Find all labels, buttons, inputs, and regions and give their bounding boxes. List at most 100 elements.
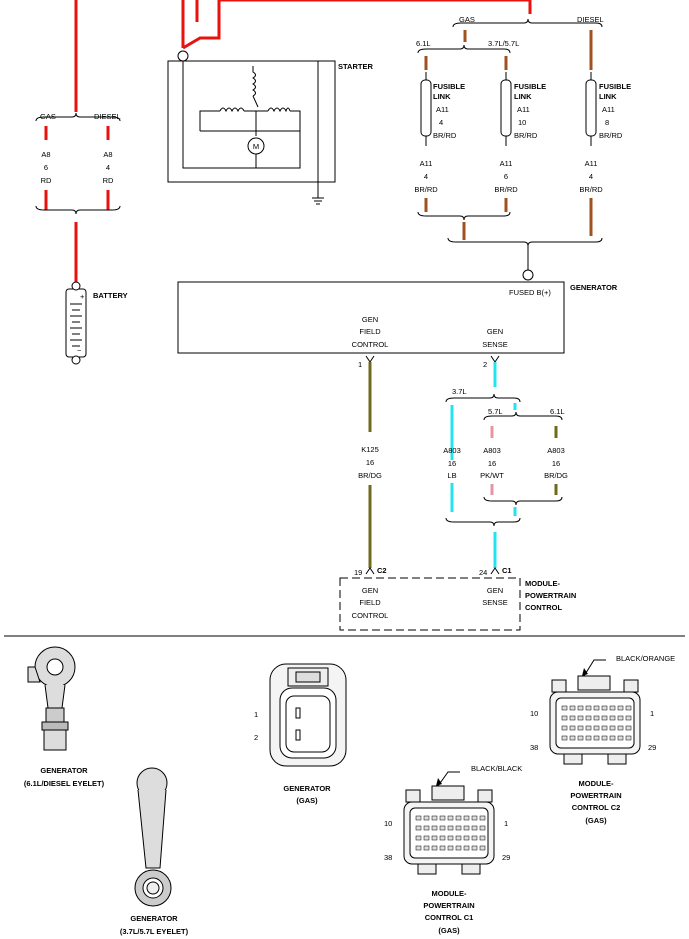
fuse2-title2: LINK	[514, 92, 532, 101]
gen-field-line1: GEN	[362, 315, 378, 324]
battery-label: BATTERY	[93, 291, 128, 300]
fuse-3757-label: 3.7L/5.7L	[488, 39, 519, 48]
feed3-gauge: 4	[589, 172, 593, 181]
starter-terminal	[177, 50, 189, 62]
c2-title4: (GAS)	[585, 816, 607, 825]
gen-pin2-label: 2	[483, 360, 487, 369]
eyelet-61-diesel: GENERATOR (6.1L/DIESEL EYELET)	[24, 646, 105, 788]
c2-pin38: 38	[530, 743, 538, 752]
fusible-link-3: FUSIBLE LINK A11 8 BR/RD	[585, 72, 631, 146]
battery-gas-circuit: A8	[41, 150, 50, 159]
battery-gas-gauge: 6	[44, 163, 48, 172]
gen-connector-pin2: 2	[254, 733, 258, 742]
c2-pin10: 10	[530, 709, 538, 718]
fuse2-gauge: 10	[518, 118, 526, 127]
feed2-color: BR/RD	[494, 185, 518, 194]
fuse-diesel-label: DIESEL	[577, 15, 604, 24]
pcm-field-line1: GEN	[362, 586, 378, 595]
battery-neg-terminal	[71, 355, 81, 365]
fusible-link-2: FUSIBLE LINK A11 10 BR/RD	[500, 72, 546, 146]
fuse3-gauge: 8	[605, 118, 609, 127]
pcm-c1-label: C1	[502, 566, 512, 575]
pcm: GEN FIELD CONTROL GEN SENSE MODULE- POWE…	[339, 577, 576, 631]
pcm-field-line2: FIELD	[359, 598, 381, 607]
fuse3-circuit: A11	[602, 105, 615, 114]
pcm-sense-line2: SENSE	[482, 598, 507, 607]
c1-pin-grid	[415, 815, 486, 851]
fuse2-circuit: A11	[517, 105, 530, 114]
c2-title2: POWERTRAIN	[570, 791, 621, 800]
sense1-gauge: 16	[448, 459, 456, 468]
feed1-gauge: 4	[424, 172, 428, 181]
eyelet37-title: GENERATOR	[130, 914, 178, 923]
battery-gas-color: RD	[41, 176, 52, 185]
eyelet61-subtitle: (6.1L/DIESEL EYELET)	[24, 779, 105, 788]
sense1-color: LB	[447, 471, 456, 480]
feed3-color: BR/RD	[579, 185, 603, 194]
sense-57-label: 5.7L	[488, 407, 503, 416]
battery-gas-label: GAS	[40, 112, 56, 121]
feed2-gauge: 6	[504, 172, 508, 181]
fuse-61-label: 6.1L	[416, 39, 431, 48]
c1-pin38: 38	[384, 853, 392, 862]
gen-connector-title: GENERATOR	[283, 784, 331, 793]
fuse-gas-label: GAS	[459, 15, 475, 24]
battery-pos-terminal	[71, 281, 81, 291]
battery-diesel-color: RD	[103, 176, 114, 185]
fused-b-label: FUSED B(+)	[509, 288, 551, 297]
starter-box	[167, 60, 336, 183]
gen-sense-line2: SENSE	[482, 340, 507, 349]
field-control-circuit: 1 K125 16 BR/DG 19 C2	[354, 355, 387, 577]
c1-pin29: 29	[502, 853, 510, 862]
eyelet37-subtitle: (3.7L/5.7L EYELET)	[120, 927, 189, 936]
pcm-pin24-label: 24	[479, 568, 487, 577]
battery-diesel-label: DIESEL	[94, 112, 121, 121]
feed1-circuit: A11	[420, 159, 433, 168]
fuse3-color: BR/RD	[599, 131, 623, 140]
motor-label: M	[253, 142, 259, 151]
pcm-c1-connector: BLACK/BLACK 10 1 38 29 MODULE- POWERTRAI…	[384, 764, 522, 935]
c2-pin1: 1	[650, 709, 654, 718]
generator-box	[177, 281, 565, 354]
c1-color-label: BLACK/BLACK	[471, 764, 522, 773]
gen-field-line2: FIELD	[359, 327, 381, 336]
pcm-field-line3: CONTROL	[352, 611, 389, 620]
field-circuit: K125	[361, 445, 379, 454]
starter: M STARTER	[167, 50, 373, 205]
fuse1-title: FUSIBLE	[433, 82, 465, 91]
fuse1-circuit: A11	[436, 105, 449, 114]
c1-title2: POWERTRAIN	[423, 901, 474, 910]
sense1-circuit: A803	[443, 446, 461, 455]
sense2-gauge: 16	[488, 459, 496, 468]
sense-61-label: 6.1L	[550, 407, 565, 416]
pcm-pin19-label: 19	[354, 568, 362, 577]
gen-pin1-label: 1	[358, 360, 362, 369]
c2-pin29: 29	[648, 743, 656, 752]
c1-title4: (GAS)	[438, 926, 460, 935]
pcm-title3: CONTROL	[525, 603, 562, 612]
field-gauge: 16	[366, 458, 374, 467]
generator-label: GENERATOR	[570, 283, 618, 292]
pcm-title1: MODULE-	[525, 579, 560, 588]
sense2-circuit: A803	[483, 446, 501, 455]
c1-pin1: 1	[504, 819, 508, 828]
fuse1-title2: LINK	[433, 92, 451, 101]
sense2-color: PK/WT	[480, 471, 504, 480]
sense3-circuit: A803	[547, 446, 565, 455]
eyelet-37-57: GENERATOR (3.7L/5.7L EYELET)	[120, 767, 189, 936]
generator-bplus-terminal	[522, 269, 534, 281]
gen-field-line3: CONTROL	[352, 340, 389, 349]
battery-plus: +	[80, 292, 85, 301]
generator: FUSED B(+) GENERATOR GEN FIELD CONTROL G…	[177, 281, 618, 354]
gen-connector-pin1: 1	[254, 710, 258, 719]
c1-title3: CONTROL C1	[425, 913, 474, 922]
c2-title1: MODULE-	[579, 779, 614, 788]
field-color: BR/DG	[358, 471, 382, 480]
fuse2-color: BR/RD	[514, 131, 538, 140]
pcm-title2: POWERTRAIN	[525, 591, 576, 600]
battery-diesel-gauge: 4	[106, 163, 110, 172]
sense-circuit: 2 3.7L 5.7L 6.1L A803 16 LB A803 16 PK/W…	[443, 355, 568, 577]
c2-color-label: BLACK/ORANGE	[616, 654, 675, 663]
fuse3-title: FUSIBLE	[599, 82, 631, 91]
